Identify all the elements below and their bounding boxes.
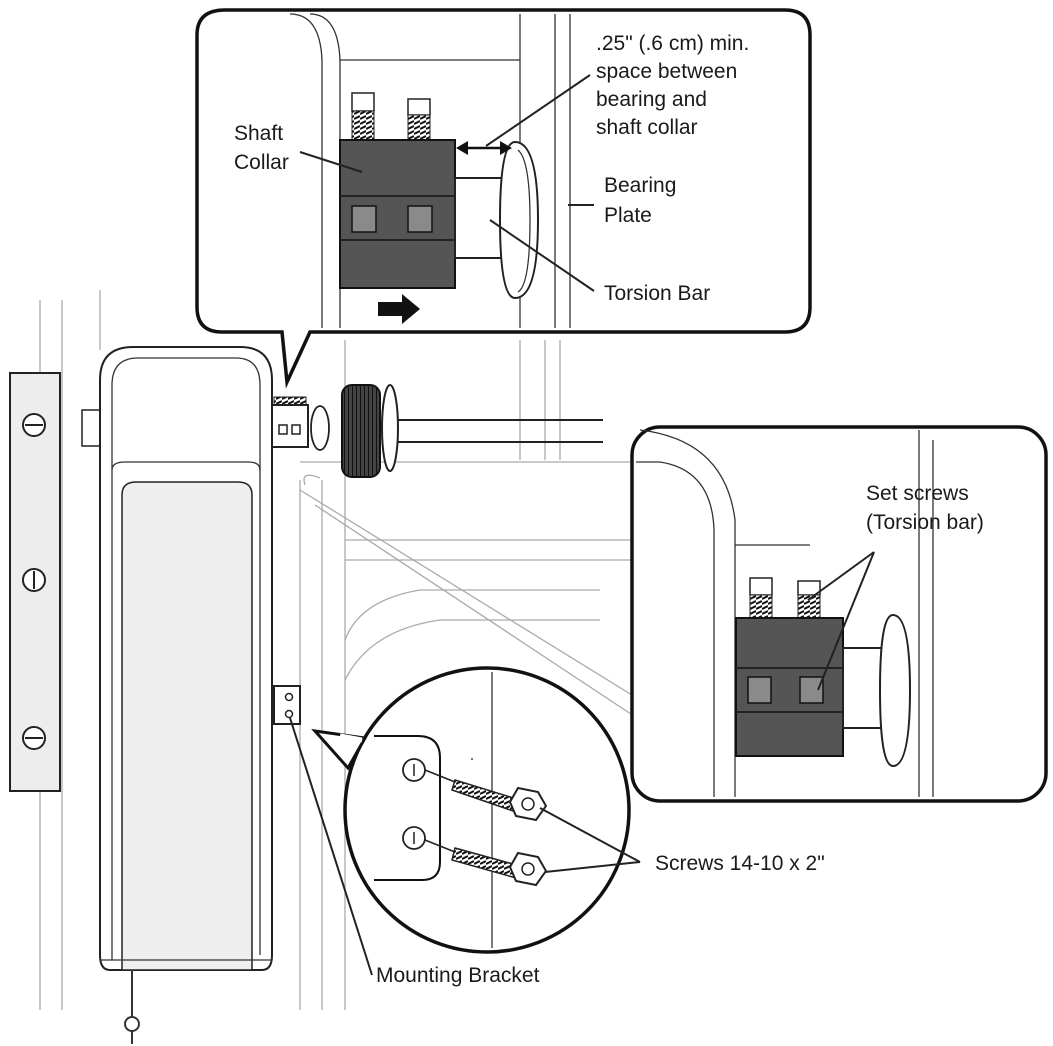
screws-label: Screws 14-10 x 2" xyxy=(655,852,825,875)
torsion-shaft xyxy=(398,419,603,443)
pull-chain xyxy=(124,970,140,1044)
shaft-collar-label-line1: Shaft xyxy=(234,122,283,145)
labels: .25" (.6 cm) min. space between bearing … xyxy=(234,32,984,987)
direction-arrow-icon xyxy=(378,294,420,324)
clearance-label-line3: bearing and xyxy=(596,88,707,111)
screw-lower xyxy=(451,847,548,887)
wall-plate-bolt-top xyxy=(22,413,46,437)
set-screws-label-line2: (Torsion bar) xyxy=(866,511,984,534)
operator-shaft-collar xyxy=(271,396,330,451)
operator-housing xyxy=(81,346,273,971)
cable-drum xyxy=(341,384,399,478)
bearing-plate-label-line1: Bearing xyxy=(604,174,676,197)
callout-mounting-screws xyxy=(311,666,641,954)
clearance-label-line1: .25" (.6 cm) min. xyxy=(596,32,749,55)
torsion-bar-label: Torsion Bar xyxy=(604,282,710,305)
mounting-bracket-leader xyxy=(289,717,373,976)
bearing-plate-label-line2: Plate xyxy=(604,204,652,227)
clearance-arrow-icon xyxy=(456,141,512,155)
callout-set-screws xyxy=(630,425,1048,803)
clearance-label-line2: space between xyxy=(596,60,737,83)
shaft-collar-label-line2: Collar xyxy=(234,151,289,174)
mounting-bracket xyxy=(273,685,301,725)
mounting-bracket-label: Mounting Bracket xyxy=(376,964,540,987)
callout-shaft-collar xyxy=(195,8,812,389)
wall-plate xyxy=(9,372,61,792)
screw-upper xyxy=(451,779,548,822)
wall-plate-bolt-bottom xyxy=(22,726,46,750)
set-screws-label-line1: Set screws xyxy=(866,482,969,505)
clearance-label-line4: shaft collar xyxy=(596,116,698,139)
wall-plate-bolt-middle xyxy=(22,568,46,592)
